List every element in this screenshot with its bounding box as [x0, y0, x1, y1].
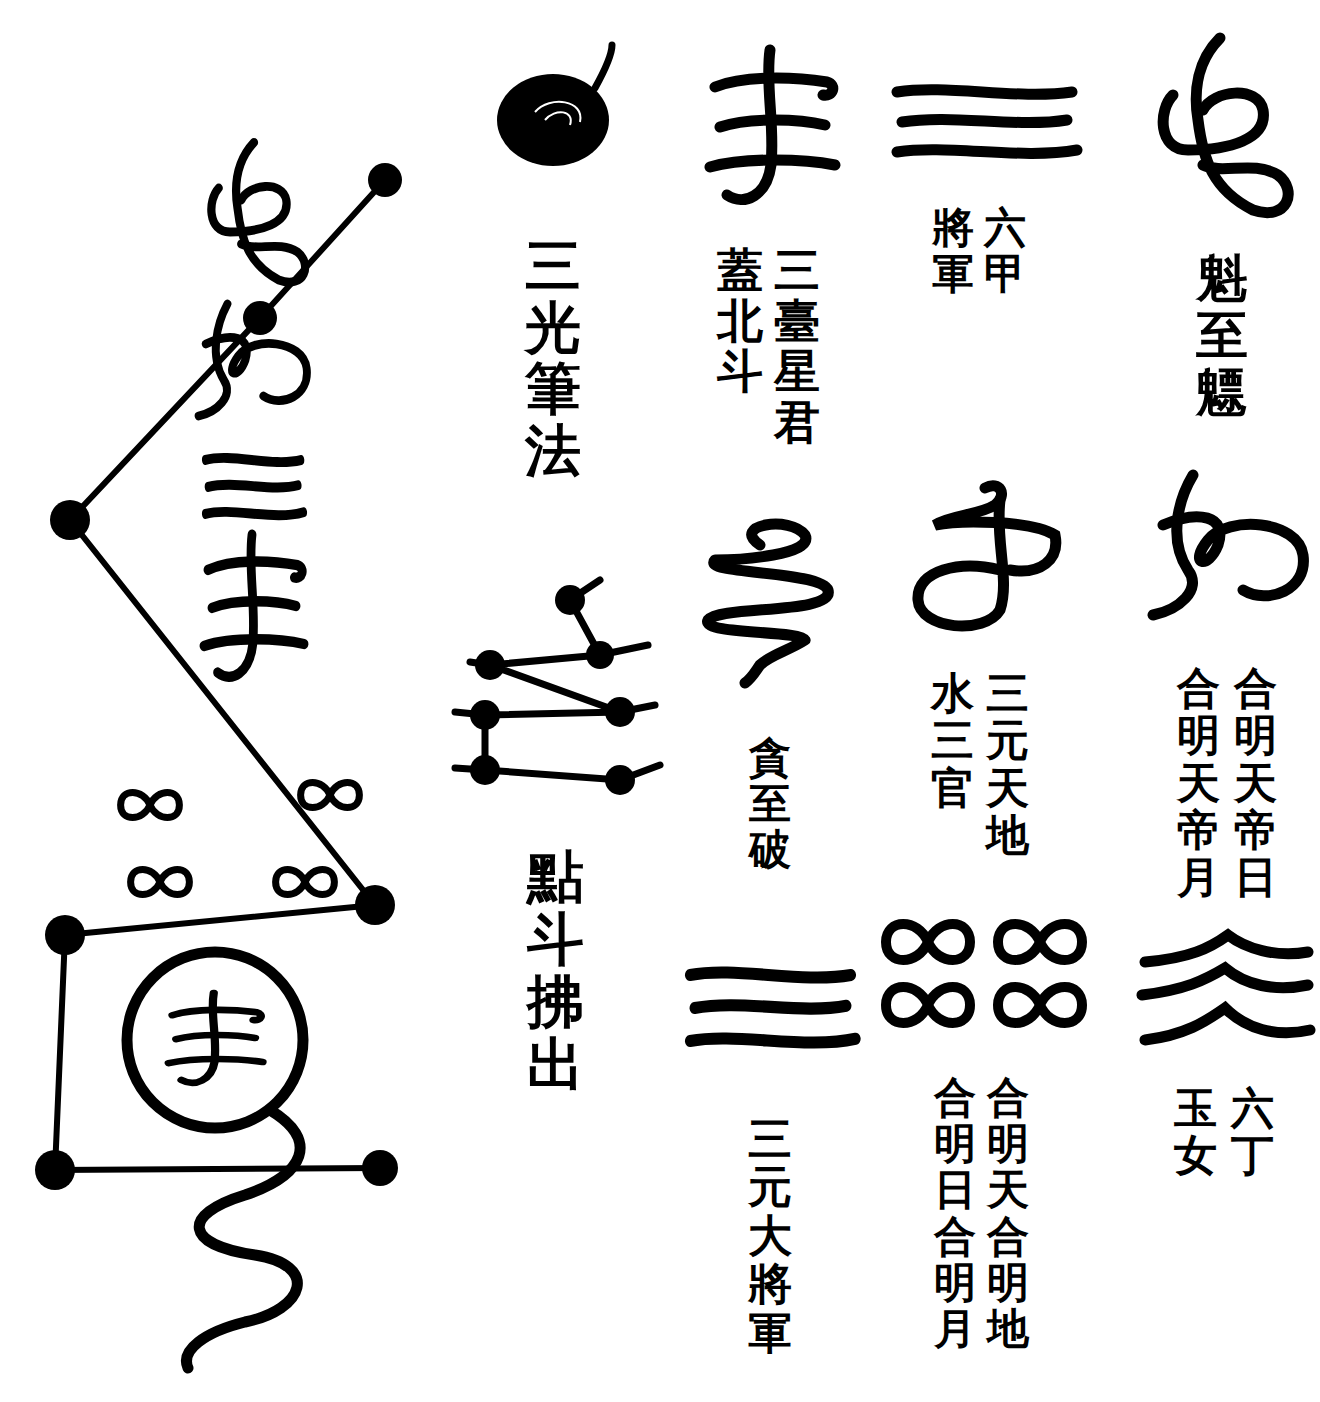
column-label: 將軍 — [932, 205, 974, 297]
column-label: 三元天地 — [986, 670, 1029, 859]
column-label: 貪至破 — [749, 735, 791, 874]
column-label: 魁至魒 — [1196, 250, 1248, 422]
column-label: 合明天合明地 — [987, 1075, 1029, 1352]
column-label: 蓋北斗 — [717, 245, 763, 397]
column-label: 合明天帝月 — [1177, 665, 1220, 901]
column-label: 三光筆法 — [525, 235, 581, 481]
column-label: 點斗拂出 — [527, 845, 584, 1096]
column-label: 合明天帝日 — [1234, 665, 1277, 901]
column-label: 水三官 — [931, 670, 974, 812]
column-label: 三臺星君 — [774, 245, 820, 447]
column-label: 玉女 — [1174, 1085, 1217, 1180]
column-label: 六甲 — [984, 205, 1026, 297]
column-label: 三元大將軍 — [748, 1115, 792, 1357]
column-label: 合明日合明月 — [934, 1075, 976, 1352]
column-label: 六丁 — [1231, 1085, 1274, 1180]
